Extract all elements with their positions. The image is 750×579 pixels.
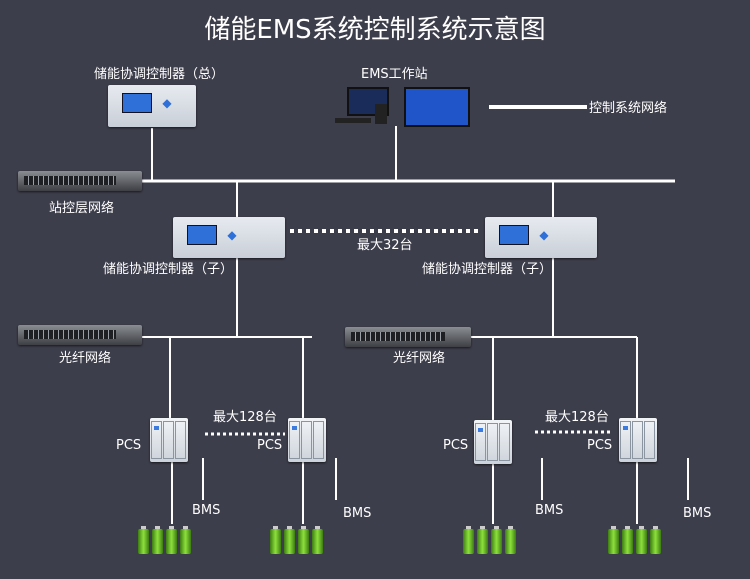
battery-pack-icon: [138, 526, 194, 554]
pcs-cabinet-1: [150, 418, 188, 462]
fiber-switch-left: [18, 325, 142, 345]
station-network-switch: [18, 171, 142, 191]
max128-left-label: 最大128台: [213, 410, 277, 425]
pcs-cabinet-3: [474, 420, 512, 464]
screen-icon: [122, 93, 152, 113]
pcs-label-4: PCS: [587, 438, 613, 453]
sub-controller-left-label: 储能协调控制器（子）: [103, 262, 234, 277]
pcs-cabinet-2: [288, 418, 326, 462]
workstation-computer-icon: [335, 84, 470, 128]
fiber-switch-right: [345, 327, 471, 347]
pcs-label-2: PCS: [257, 438, 283, 453]
sub-controller-right-label: 储能协调控制器（子）: [422, 262, 553, 277]
battery-pack-icon: [608, 526, 664, 554]
bms-label-3: BMS: [535, 503, 564, 518]
sub-controller-left-device: ◆: [173, 217, 285, 258]
bms-label-1: BMS: [192, 503, 221, 518]
sub-controller-right-device: ◆: [485, 217, 597, 258]
screen-icon: [187, 225, 217, 245]
ems-station-label: EMS工作站: [361, 67, 428, 82]
pcs-cabinet-4: [619, 418, 657, 462]
fiber-left-label: 光纤网络: [59, 351, 112, 366]
station-network-label: 站控层网络: [49, 201, 115, 216]
max32-label: 最大32台: [357, 238, 413, 253]
pcs-label-3: PCS: [443, 438, 469, 453]
pcs-label-1: PCS: [116, 438, 142, 453]
bms-label-4: BMS: [683, 506, 712, 521]
legend-label: 控制系统网络: [589, 101, 668, 116]
battery-pack-icon: [463, 526, 519, 554]
fiber-right-label: 光纤网络: [393, 351, 446, 366]
diagram-title: 储能EMS系统控制系统示意图: [204, 15, 546, 45]
keypad-icon: ◆: [227, 228, 237, 242]
max128-right-label: 最大128台: [545, 410, 609, 425]
bms-label-2: BMS: [343, 506, 372, 521]
keypad-icon: ◆: [162, 96, 172, 110]
keypad-icon: ◆: [539, 228, 549, 242]
screen-icon: [499, 225, 529, 245]
master-controller-label: 储能协调控制器（总）: [94, 67, 225, 82]
master-controller-device: ◆: [108, 85, 196, 127]
battery-pack-icon: [270, 526, 326, 554]
